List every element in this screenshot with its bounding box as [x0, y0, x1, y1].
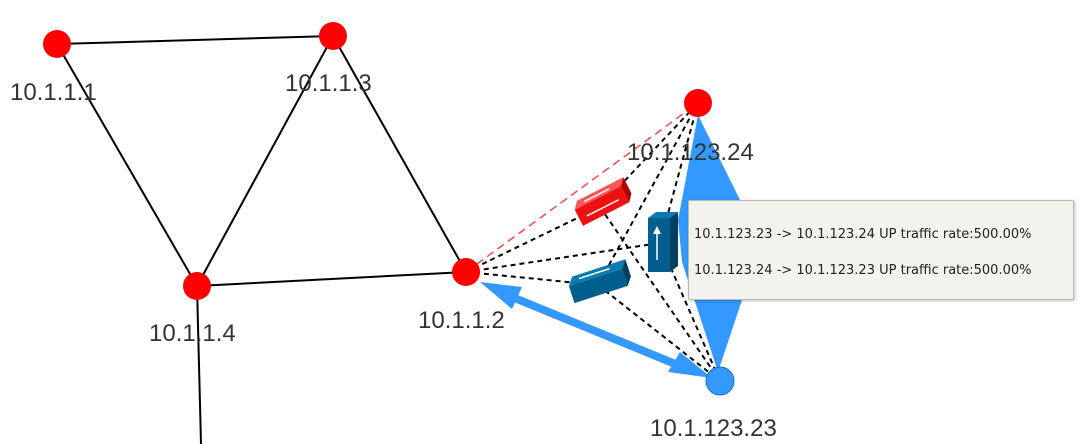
node-10-1-1-4[interactable] — [183, 272, 211, 300]
links — [56, 35, 467, 444]
node-label-10-1-1-1: 10.1.1.1 — [10, 79, 97, 106]
device-link — [599, 102, 699, 208]
switch-icon[interactable] — [566, 259, 633, 304]
switch-icon[interactable] — [572, 177, 635, 226]
tooltip-line: 10.1.123.23 -> 10.1.123.24 UP traffic ra… — [694, 227, 1032, 242]
device-link — [465, 242, 661, 273]
nodes — [43, 22, 735, 396]
tooltip-line: 10.1.123.24 -> 10.1.123.23 UP traffic ra… — [694, 263, 1032, 278]
link-n3-n2[interactable] — [332, 35, 467, 273]
device-link — [597, 284, 721, 382]
node-10-1-123-23[interactable] — [705, 366, 735, 396]
node-label-10-1-123-23: 10.1.123.23 — [650, 415, 777, 442]
link-n4-down[interactable] — [196, 285, 202, 444]
node-labels: 10.1.1.1 10.1.1.3 10.1.1.4 10.1.1.2 10.1… — [10, 70, 777, 442]
node-label-10-1-1-4: 10.1.1.4 — [149, 320, 236, 347]
node-10-1-1-3[interactable] — [319, 22, 347, 50]
node-label-10-1-123-24: 10.1.123.24 — [627, 139, 754, 166]
link-n4-n2[interactable] — [196, 271, 467, 287]
link-n1-n4[interactable] — [56, 43, 198, 287]
node-10-1-123-24[interactable] — [684, 89, 712, 117]
node-10-1-1-1[interactable] — [43, 30, 71, 58]
traffic-tooltip: 10.1.123.23 -> 10.1.123.24 UP traffic ra… — [688, 200, 1074, 300]
device-link — [465, 206, 601, 273]
node-label-10-1-1-2: 10.1.1.2 — [418, 307, 505, 334]
device-link — [597, 102, 699, 286]
device-link — [659, 242, 721, 382]
link-n1-n3[interactable] — [56, 35, 334, 45]
node-10-1-1-2[interactable] — [452, 258, 480, 286]
link-n3-n4[interactable] — [196, 35, 334, 287]
traffic-arrow-n2-n23[interactable] — [480, 282, 712, 378]
node-label-10-1-1-3: 10.1.1.3 — [285, 70, 372, 97]
link-n2-n24[interactable] — [465, 102, 699, 273]
device-icon[interactable] — [648, 212, 678, 272]
